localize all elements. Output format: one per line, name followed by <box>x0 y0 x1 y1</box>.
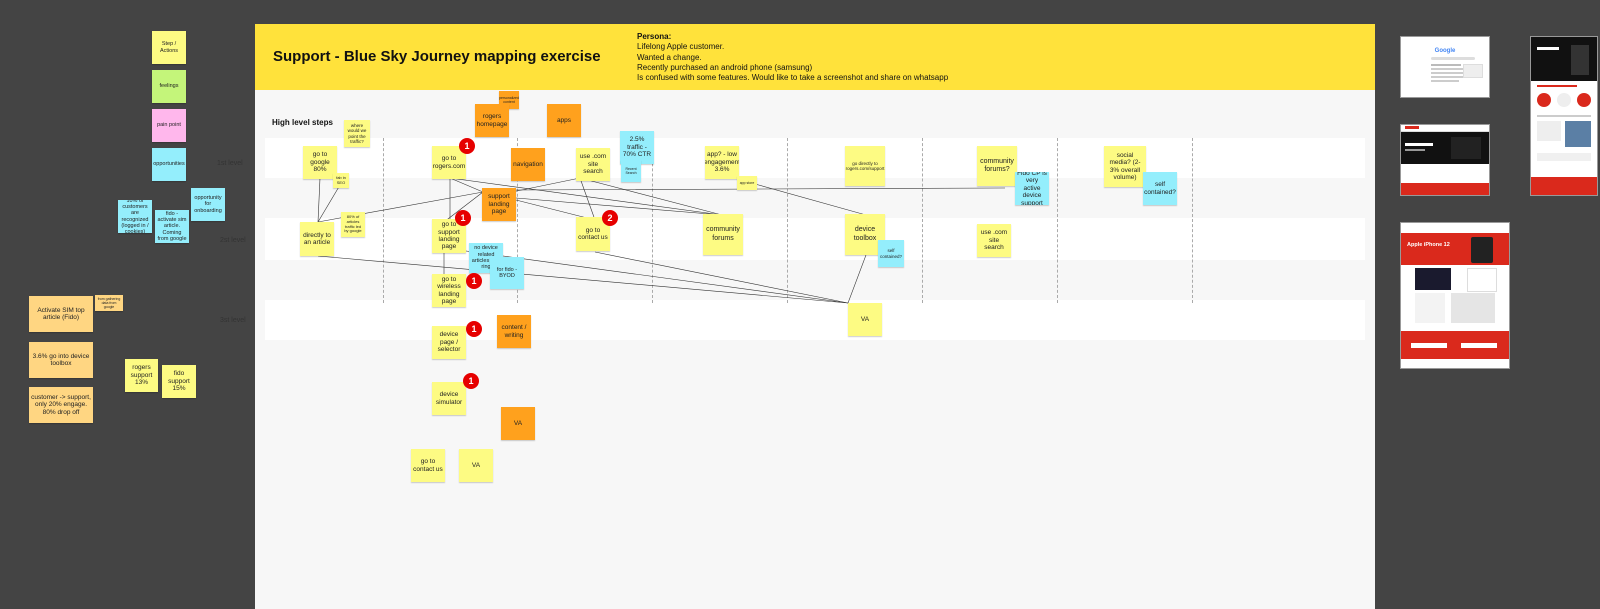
sticky-note[interactable]: 3.6% go into device toolbox <box>29 342 93 378</box>
column-divider <box>787 138 788 303</box>
sticky-note[interactable]: self contained? <box>1143 172 1177 205</box>
sticky-note[interactable]: directly to an article <box>300 222 334 256</box>
high-level-steps-label: High level steps <box>272 118 333 127</box>
step-badge: 1 <box>466 273 482 289</box>
column-divider <box>652 138 653 303</box>
column-divider <box>1192 138 1193 303</box>
persona-line-3: Recently purchased an android phone (sam… <box>637 62 813 72</box>
board-title: Support - Blue Sky Journey mapping exerc… <box>273 48 601 65</box>
sticky-note[interactable]: device page / selector <box>432 326 466 359</box>
sticky-note[interactable]: Activate SIM top article (Fido) <box>29 296 93 332</box>
legend-steps-note[interactable]: Step / Actions <box>152 31 186 64</box>
sticky-note[interactable]: app store <box>737 176 757 190</box>
sticky-note[interactable]: fido support 15% <box>162 365 196 398</box>
sticky-note[interactable]: opportunity for onboarding <box>191 188 225 221</box>
board-header <box>255 24 1375 90</box>
sticky-note[interactable]: apps <box>547 104 581 137</box>
sticky-note[interactable]: customer -> support, only 20% engage. 80… <box>29 387 93 423</box>
sticky-note[interactable]: fido - activate sim article. Coming from… <box>155 210 189 243</box>
google-logo-text: Google <box>1434 48 1456 54</box>
iphone-title-text: Apple iPhone 12 <box>1407 242 1450 248</box>
sticky-note[interactable]: navigation <box>511 148 545 181</box>
sticky-note[interactable]: community forums? <box>977 146 1017 186</box>
level3-label: 3st level <box>220 317 246 324</box>
rogers-home-thumbnail[interactable] <box>1530 36 1598 196</box>
sticky-note[interactable]: use .com site search <box>576 148 610 181</box>
step-badge: 1 <box>463 373 479 389</box>
sticky-note[interactable]: for fido - BYOD <box>490 257 524 289</box>
sticky-note[interactable]: community forums <box>703 214 743 255</box>
persona-line-4: Is confused with some features. Would li… <box>637 73 949 83</box>
persona-line-1: Lifelong Apple customer. <box>637 42 725 52</box>
persona-line-2: Wanted a change. <box>637 52 702 62</box>
sticky-note[interactable]: go to contact us <box>411 449 445 482</box>
sticky-note[interactable]: Recent Search <box>621 160 641 182</box>
sticky-note[interactable]: support landing page <box>482 188 516 221</box>
legend-opportunities-note[interactable]: opportunities <box>152 148 186 181</box>
sticky-note[interactable]: where would we point the traffic? <box>344 120 370 147</box>
step-badge: 1 <box>466 321 482 337</box>
sticky-note[interactable]: device simulator <box>432 382 466 415</box>
sticky-note[interactable]: Fido CP is very active device support <box>1015 172 1049 205</box>
sticky-note[interactable]: go to wireless landing page <box>432 274 466 307</box>
sticky-note[interactable]: self contained? <box>878 240 904 267</box>
iphone-product-thumbnail[interactable]: Apple iPhone 12 <box>1400 222 1510 369</box>
column-divider <box>1057 138 1058 303</box>
sticky-note[interactable]: VA <box>848 303 882 336</box>
sticky-note[interactable]: VA <box>501 407 535 440</box>
sticky-note[interactable]: 2.5% traffic - 70% CTR <box>620 131 654 164</box>
rogers-support-thumbnail[interactable] <box>1400 124 1490 196</box>
sticky-note[interactable]: go directly to rogers.com/support <box>845 146 885 186</box>
column-divider <box>517 138 518 303</box>
sticky-note[interactable]: use .com site search <box>977 224 1011 257</box>
sticky-note[interactable]: from gathering data from google <box>95 295 123 311</box>
legend-feelings-note[interactable]: feelings <box>152 70 186 103</box>
google-search-thumbnail[interactable]: Google <box>1400 36 1490 98</box>
sticky-note[interactable]: fab in SEO <box>333 173 349 188</box>
sticky-note[interactable]: go to google 80% <box>303 146 337 179</box>
step-badge: 1 <box>459 138 475 154</box>
level1-label: 1st level <box>217 160 243 167</box>
sticky-note[interactable]: 80% of articles traffic led by google <box>341 212 365 237</box>
column-divider <box>922 138 923 303</box>
sticky-note[interactable]: VA <box>459 449 493 482</box>
persona-block: Persona: Lifelong Apple customer. Wanted… <box>637 32 948 83</box>
step-badge: 2 <box>602 210 618 226</box>
legend-pain-point-note[interactable]: pain point <box>152 109 186 142</box>
level2-label: 2st level <box>220 237 246 244</box>
sticky-note[interactable]: content / writing <box>497 315 531 348</box>
sticky-note[interactable]: app? - low engagement 3.6% <box>705 146 739 179</box>
step-badge: 1 <box>455 210 471 226</box>
sticky-note[interactable]: rogers support 13% <box>125 359 158 392</box>
sticky-note[interactable]: rogers homepage <box>475 104 509 137</box>
sticky-note[interactable]: social media? (2-3% overall volume) <box>1104 146 1146 187</box>
sticky-note[interactable]: 10% of customers are recognized (logged … <box>118 200 152 233</box>
column-divider <box>383 138 384 303</box>
persona-label: Persona: <box>637 32 672 41</box>
